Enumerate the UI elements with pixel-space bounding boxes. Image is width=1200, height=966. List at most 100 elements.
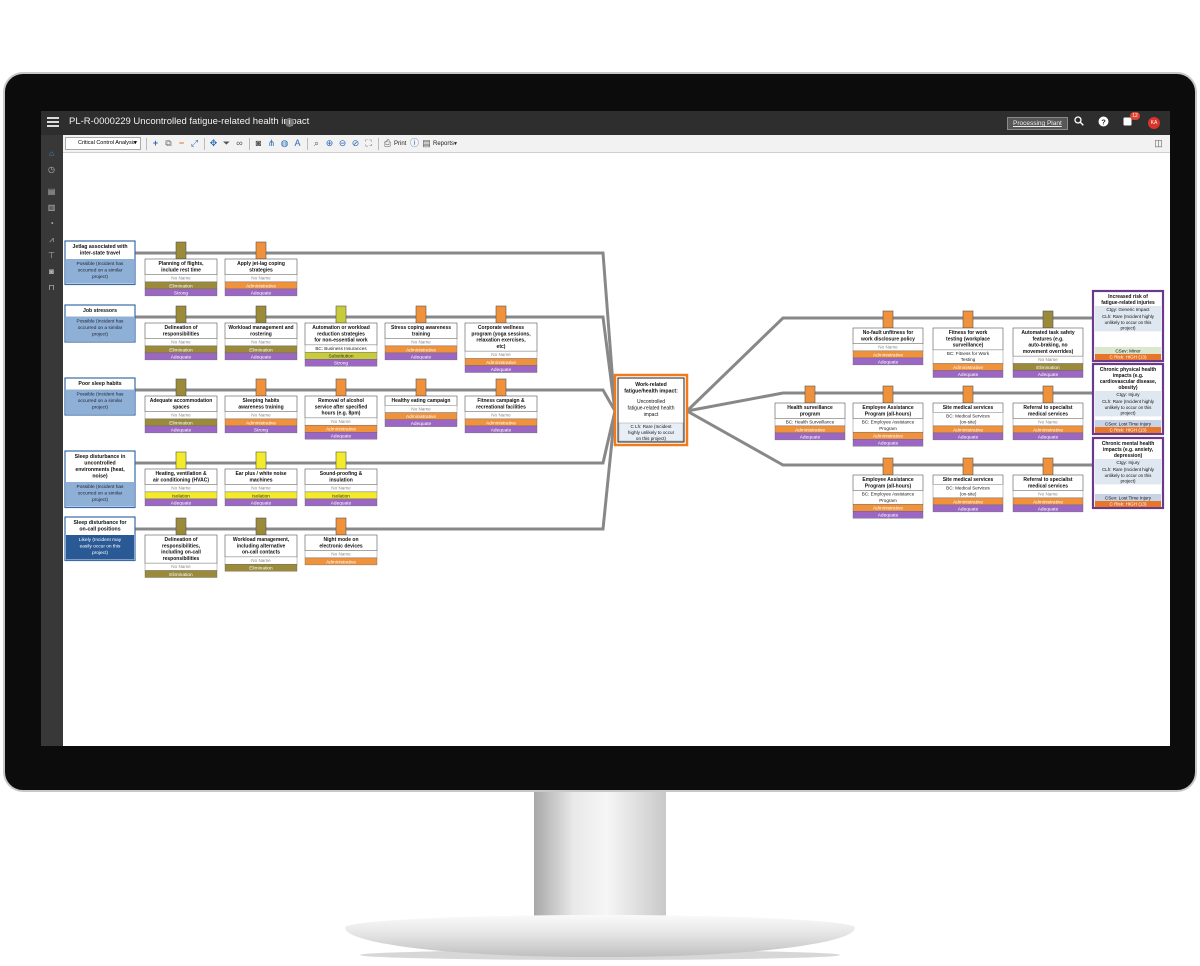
likelihood-badge: [66, 389, 134, 414]
chevron-down-icon[interactable]: ▼: [453, 141, 458, 147]
prevention-control[interactable]: Workload management,including alternativ…: [224, 517, 298, 572]
copy-icon[interactable]: ⧉: [165, 138, 172, 148]
prevention-control[interactable]: Fitness campaign &recreational facilitie…: [464, 378, 538, 433]
threat-likelihood: project): [92, 332, 108, 338]
history-icon[interactable]: ◷: [48, 165, 55, 174]
prevention-control[interactable]: Heating, ventilation &air conditioning (…: [144, 451, 218, 506]
expand-icon[interactable]: ⤢: [190, 138, 199, 148]
binoculars-icon[interactable]: ∞: [236, 138, 243, 148]
menu-icon[interactable]: [47, 117, 59, 129]
home-icon[interactable]: ⌂: [49, 149, 54, 158]
register-icon[interactable]: ▥: [47, 203, 56, 212]
control-title: strategies: [249, 267, 273, 273]
zoom-in-icon[interactable]: ⊕: [325, 138, 334, 148]
add-icon[interactable]: +: [152, 138, 159, 148]
control-type: Elimination: [1036, 365, 1060, 371]
move-icon[interactable]: ✥: [209, 138, 218, 148]
control-title: for non-essential work: [314, 338, 368, 344]
prevention-control[interactable]: Delineation ofresponsibilities,including…: [144, 517, 218, 578]
info-circle-icon[interactable]: ⓘ: [409, 138, 419, 148]
control-marker: [495, 378, 507, 397]
print-button[interactable]: Print: [394, 141, 407, 147]
control-effectiveness: Adequate: [958, 506, 979, 512]
lock-icon[interactable]: ⊓: [48, 283, 55, 292]
printer-icon[interactable]: ⎙: [383, 138, 392, 148]
view-type-select[interactable]: Critical Control Analysis: [65, 137, 141, 150]
panel-toggle-icon[interactable]: ◫: [1154, 138, 1163, 148]
filter-icon[interactable]: ⏷: [222, 138, 231, 148]
clock-icon[interactable]: ◔: [49, 219, 54, 228]
control-type: Administrative: [486, 360, 516, 366]
control-type: Administrative: [326, 559, 356, 565]
prevention-control[interactable]: Planning of flights,include rest timeNo …: [144, 241, 218, 296]
reports-dropdown[interactable]: Reports: [433, 141, 455, 147]
control-title: Workload management and: [228, 325, 293, 331]
consequence-likelihood-box: [1095, 313, 1161, 332]
control-marker: [175, 378, 187, 397]
zoom-reset-icon[interactable]: ⊘: [351, 138, 360, 148]
threat-node[interactable]: Sleep disturbance inuncontrolledenvironm…: [64, 450, 136, 509]
reports-icon[interactable]: ▤: [422, 138, 431, 148]
spellcheck-icon[interactable]: A: [294, 138, 301, 148]
consequence-severity-box: [1095, 347, 1161, 354]
screenshot-icon[interactable]: ◙: [255, 138, 262, 148]
search-diagram-icon[interactable]: ⌕: [313, 138, 320, 148]
consequence-risk: C Risk: HIGH (13): [1109, 428, 1146, 433]
avatar[interactable]: KA: [1148, 117, 1160, 129]
control-title: surveillance): [953, 343, 984, 349]
remove-icon[interactable]: −: [178, 138, 185, 148]
threat-likelihood: project): [92, 550, 108, 556]
control-effectiveness: Adequate: [958, 372, 979, 378]
camera-icon[interactable]: ◙: [49, 267, 54, 276]
control-title: program (yoga sessions,: [471, 331, 531, 337]
control-marker: [415, 305, 427, 324]
control-title: responsibilities: [163, 331, 200, 337]
control-type: Elimination: [249, 347, 273, 353]
tools-icon[interactable]: ⊤: [48, 251, 55, 260]
info-icon[interactable]: i: [285, 118, 294, 127]
search-icon[interactable]: [1072, 116, 1086, 130]
bell-icon[interactable]: [1120, 116, 1134, 130]
help-icon[interactable]: ?: [1096, 116, 1110, 130]
control-title: air conditioning (HVAC): [153, 477, 209, 483]
globe-icon[interactable]: ◍: [280, 138, 289, 148]
hierarchy-icon[interactable]: ⋔: [267, 138, 276, 148]
fit-to-screen-icon[interactable]: ⛶: [365, 138, 372, 148]
zoom-out-icon[interactable]: ⊖: [338, 138, 347, 148]
trend-chart-icon[interactable]: ⩘: [49, 235, 54, 244]
site-selector-button[interactable]: Processing Plant: [1007, 117, 1068, 130]
edit-document-icon[interactable]: ▤: [47, 187, 56, 196]
